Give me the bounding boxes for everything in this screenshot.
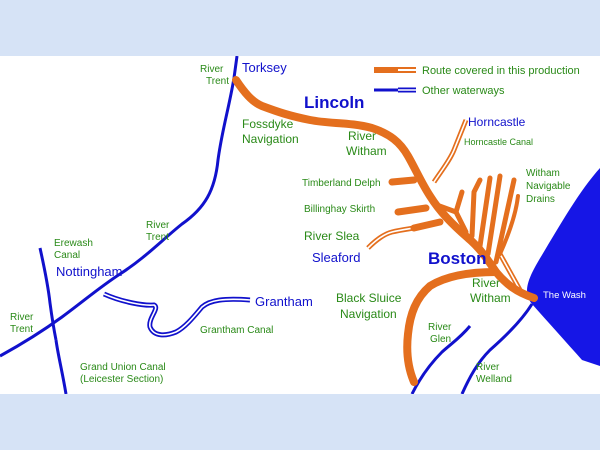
- label-grand-union-1: Grand Union Canal: [80, 362, 166, 373]
- route-covered: [232, 76, 538, 386]
- bottom-band: [0, 394, 600, 450]
- legend-route-label: Route covered in this production: [422, 65, 580, 77]
- horncastle-canal-outer: [431, 119, 469, 184]
- town-nottingham: Nottingham: [56, 264, 122, 279]
- waterways-map: Route covered in this production Other w…: [0, 56, 600, 394]
- label-river-trent-left-2: Trent: [10, 324, 33, 335]
- label-river-glen-1: River: [428, 322, 452, 333]
- label-witham-drains-1: Witham: [526, 168, 560, 179]
- top-band: [0, 0, 600, 56]
- town-torksey: Torksey: [242, 60, 287, 75]
- label-river-trent-left-1: River: [10, 312, 34, 323]
- river-slea-inner: [367, 227, 415, 249]
- label-river-witham-lower-2: Witham: [470, 291, 511, 305]
- label-witham-drains-2: Navigable: [526, 181, 571, 192]
- label-river-trent-top-1: River: [200, 64, 224, 75]
- river-welland-line: [460, 303, 534, 394]
- grand-union-line: [54, 339, 68, 394]
- town-horncastle: Horncastle: [468, 115, 526, 129]
- label-erewash-1: Erewash: [54, 238, 93, 249]
- label-river-slea: River Slea: [304, 229, 360, 243]
- horncastle-canal-inner: [433, 119, 467, 183]
- map-legend: Route covered in this production Other w…: [374, 65, 580, 97]
- grantham-canal-inner: [103, 293, 251, 336]
- label-river-welland-2: Welland: [476, 374, 512, 385]
- label-black-sluice-2: Navigation: [340, 307, 397, 321]
- witham-drain-double-inner: [499, 253, 521, 291]
- label-timberland-delph: Timberland Delph: [302, 178, 381, 189]
- river-slea-outer: [366, 225, 415, 250]
- town-lincoln: Lincoln: [304, 93, 364, 112]
- label-river-witham-lower-1: River: [472, 276, 500, 290]
- label-fossdyke-1: Fossdyke: [242, 117, 294, 131]
- label-the-wash: The Wash: [543, 290, 586, 301]
- label-river-trent-top-2: Trent: [206, 76, 229, 87]
- label-horncastle-canal: Horncastle Canal: [464, 137, 533, 147]
- legend-waterway-label: Other waterways: [422, 85, 505, 97]
- label-billinghay-skirth: Billinghay Skirth: [304, 204, 375, 215]
- label-erewash-2: Canal: [54, 250, 80, 261]
- label-river-witham-upper-1: River: [348, 129, 376, 143]
- town-grantham: Grantham: [255, 294, 313, 309]
- label-grand-union-2: (Leicester Section): [80, 374, 163, 385]
- label-river-trent-mid-1: River: [146, 220, 170, 231]
- map-canvas: Route covered in this production Other w…: [0, 56, 600, 394]
- river-trent-line: [0, 56, 239, 358]
- river-glen-line: [410, 325, 472, 394]
- the-wash-sea: [527, 168, 600, 366]
- label-black-sluice-1: Black Sluice: [336, 291, 402, 305]
- label-river-welland-1: River: [476, 362, 500, 373]
- label-fossdyke-2: Navigation: [242, 132, 299, 146]
- erewash-canal-line: [38, 247, 58, 341]
- town-boston: Boston: [428, 249, 487, 268]
- label-river-witham-upper-2: Witham: [346, 144, 387, 158]
- town-sleaford: Sleaford: [312, 250, 360, 265]
- label-river-glen-2: Glen: [430, 334, 451, 345]
- label-grantham-canal: Grantham Canal: [200, 325, 273, 336]
- label-witham-drains-3: Drains: [526, 194, 555, 205]
- label-river-trent-mid-2: Trent: [146, 232, 169, 243]
